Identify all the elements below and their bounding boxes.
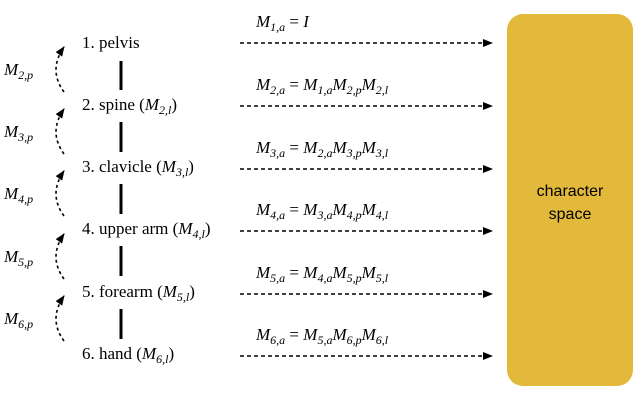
parent-transform-arrow	[55, 233, 65, 280]
parent-transform-arrow	[55, 108, 65, 155]
joint-label: 1. pelvis	[82, 33, 140, 52]
joint-label: 3. clavicle (M3,l)	[82, 157, 194, 179]
parent-transform-label: M6,p	[3, 309, 33, 331]
equation: M3,a = M2,aM3,pM3,l	[255, 138, 389, 160]
equation: M5,a = M4,aM5,pM5,l	[255, 263, 389, 285]
character-space-label-line2: space	[549, 206, 592, 223]
parent-transform-label: M4,p	[3, 184, 33, 206]
equation: M2,a = M1,aM2,pM2,l	[255, 75, 389, 97]
parent-transform-arrow	[55, 170, 65, 217]
parent-transform-label: M3,p	[3, 122, 33, 144]
equation: M1,a = I	[255, 12, 310, 34]
parent-transform-label: M2,p	[3, 60, 33, 82]
joint-label: 2. spine (M2,l)	[82, 95, 177, 117]
parent-transform-label: M5,p	[3, 247, 33, 269]
parent-transform-arrow	[55, 295, 65, 342]
parent-transform-arrow	[55, 46, 65, 93]
character-space-label-line1: character	[537, 183, 604, 200]
joint-label: 4. upper arm (M4,l)	[82, 219, 211, 241]
equation: M4,a = M3,aM4,pM4,l	[255, 200, 389, 222]
joint-label: 5. forearm (M5,l)	[82, 282, 195, 304]
character-space-box	[507, 14, 633, 386]
equation: M6,a = M5,aM6,pM6,l	[255, 325, 389, 347]
joint-label: 6. hand (M6,l)	[82, 344, 174, 366]
